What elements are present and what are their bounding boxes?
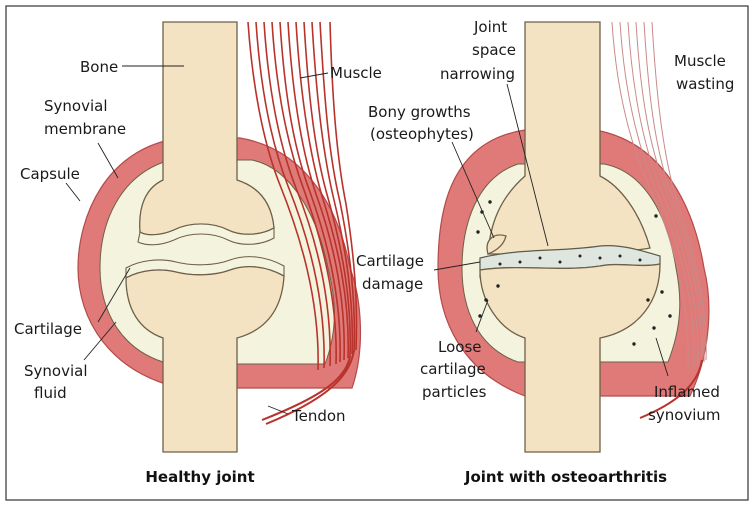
label-muscle-wasting-line2: wasting: [676, 75, 734, 93]
label-bony-growths-line2: (osteophytes): [370, 125, 474, 143]
label-joint-space-line2: space: [472, 41, 516, 59]
label-loose-particles-line1: Loose: [438, 338, 482, 356]
label-synovial-fluid-line1: Synovial: [24, 362, 88, 380]
caption-osteoarthritis-joint: Joint with osteoarthritis: [464, 468, 667, 486]
label-synovial-membrane-line2: membrane: [44, 120, 126, 138]
label-loose-particles-line2: cartilage: [420, 360, 486, 378]
label-synovial-fluid-line2: fluid: [34, 384, 67, 402]
label-cartilage-damage-line2: damage: [362, 275, 423, 293]
label-inflamed-synovium-line1: Inflamed: [654, 383, 720, 401]
caption-healthy-joint: Healthy joint: [145, 468, 254, 486]
label-bony-growths-line1: Bony growths: [368, 103, 471, 121]
label-joint-space-line3: narrowing: [440, 65, 515, 83]
label-joint-space-line1: Joint: [473, 18, 507, 36]
label-tendon: Tendon: [291, 407, 346, 425]
label-synovial-membrane-line1: Synovial: [44, 97, 108, 115]
label-muscle-wasting-line1: Muscle: [674, 52, 726, 70]
label-inflamed-synovium-line2: synovium: [648, 406, 721, 424]
label-cartilage: Cartilage: [14, 320, 82, 338]
label-cartilage-damage-line1: Cartilage: [356, 252, 424, 270]
label-loose-particles-line3: particles: [422, 383, 487, 401]
label-capsule: Capsule: [20, 165, 80, 183]
label-muscle: Muscle: [330, 64, 382, 82]
label-bone: Bone: [80, 58, 118, 76]
